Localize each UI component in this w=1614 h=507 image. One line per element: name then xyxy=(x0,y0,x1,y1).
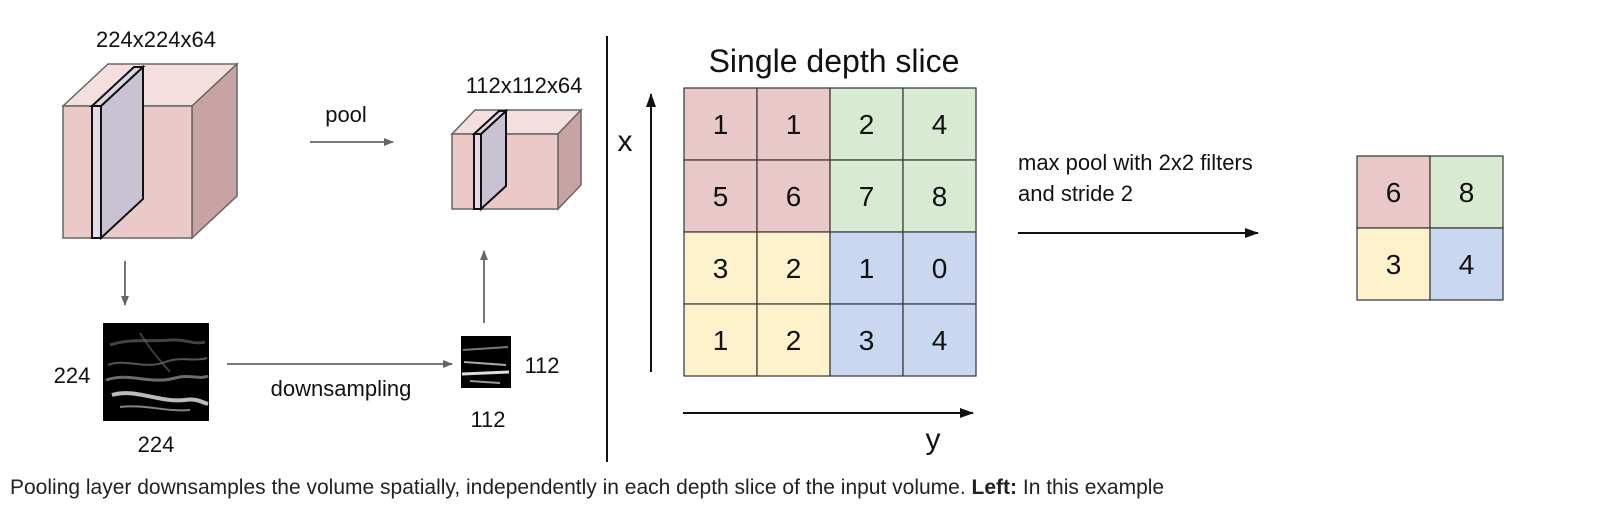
input-grid-value: 5 xyxy=(713,181,729,212)
input-grid-cell xyxy=(902,303,977,377)
input-grid-value: 2 xyxy=(786,325,802,356)
input-grid-cell xyxy=(902,87,977,161)
input-grid-value: 1 xyxy=(713,325,729,356)
result-grid-cell xyxy=(1356,227,1431,301)
result-grid: 6 8 3 4 xyxy=(1356,155,1504,301)
input-grid-value: 1 xyxy=(786,109,802,140)
output-slice-height-label: 112 xyxy=(524,353,559,378)
input-grid-value: 0 xyxy=(932,253,948,284)
input-grid-value: 1 xyxy=(713,109,729,140)
input-grid-cell xyxy=(756,303,831,377)
operation-label-line1: max pool with 2x2 filters xyxy=(1018,150,1253,175)
input-grid-value: 1 xyxy=(859,253,875,284)
input-grid-value: 3 xyxy=(859,325,875,356)
y-axis-label: y xyxy=(926,423,941,456)
output-volume xyxy=(450,108,583,212)
input-grid: 1 1 2 4 5 6 7 8 3 2 1 0 1 2 3 4 xyxy=(683,87,977,377)
result-grid-value: 8 xyxy=(1459,177,1475,208)
output-slice-front xyxy=(473,133,482,210)
input-grid-value: 4 xyxy=(932,325,948,356)
input-slice-front xyxy=(91,105,102,239)
caption-text-start: Pooling layer downsamples the volume spa… xyxy=(10,476,966,499)
figure-caption: Pooling layer downsamples the volume spa… xyxy=(10,473,1610,502)
downsampling-label: downsampling xyxy=(271,376,412,401)
input-grid-cell xyxy=(902,231,977,305)
result-grid-cell xyxy=(1429,227,1504,301)
x-axis-label: x xyxy=(618,125,633,158)
input-volume xyxy=(61,62,239,241)
input-grid-value: 4 xyxy=(932,109,948,140)
input-grid-value: 6 xyxy=(786,181,802,212)
input-slice-width-label: 224 xyxy=(138,432,175,457)
input-grid-value: 3 xyxy=(713,253,729,284)
result-grid-cell xyxy=(1356,155,1431,229)
input-grid-value: 2 xyxy=(786,253,802,284)
result-grid-value: 3 xyxy=(1386,249,1402,280)
input-grid-cell xyxy=(756,159,831,233)
caption-text-bold: Left: xyxy=(971,476,1018,499)
input-volume-label: 224x224x64 xyxy=(96,27,216,52)
result-grid-value: 4 xyxy=(1459,249,1475,280)
depth-slice-title: Single depth slice xyxy=(709,43,960,79)
input-grid-value: 7 xyxy=(859,181,875,212)
input-grid-cell xyxy=(756,87,831,161)
pool-label: pool xyxy=(325,102,367,127)
result-grid-cell xyxy=(1429,155,1504,229)
input-grid-value: 2 xyxy=(859,109,875,140)
output-slice-width-label: 112 xyxy=(470,407,505,432)
input-slice-height-label: 224 xyxy=(54,363,91,388)
input-grid-cell xyxy=(683,303,758,377)
output-slice-image xyxy=(461,336,511,388)
caption-text-end: In this example xyxy=(1022,476,1165,499)
input-grid-cell xyxy=(683,87,758,161)
input-slice-image xyxy=(103,323,209,421)
operation-label-line2: and stride 2 xyxy=(1018,181,1133,206)
input-grid-value: 8 xyxy=(932,181,948,212)
input-grid-cell xyxy=(902,159,977,233)
input-grid-cell xyxy=(829,231,904,305)
input-grid-cell xyxy=(829,87,904,161)
result-grid-value: 6 xyxy=(1386,177,1402,208)
output-volume-label: 112x112x64 xyxy=(466,73,583,98)
input-grid-cell xyxy=(756,231,831,305)
